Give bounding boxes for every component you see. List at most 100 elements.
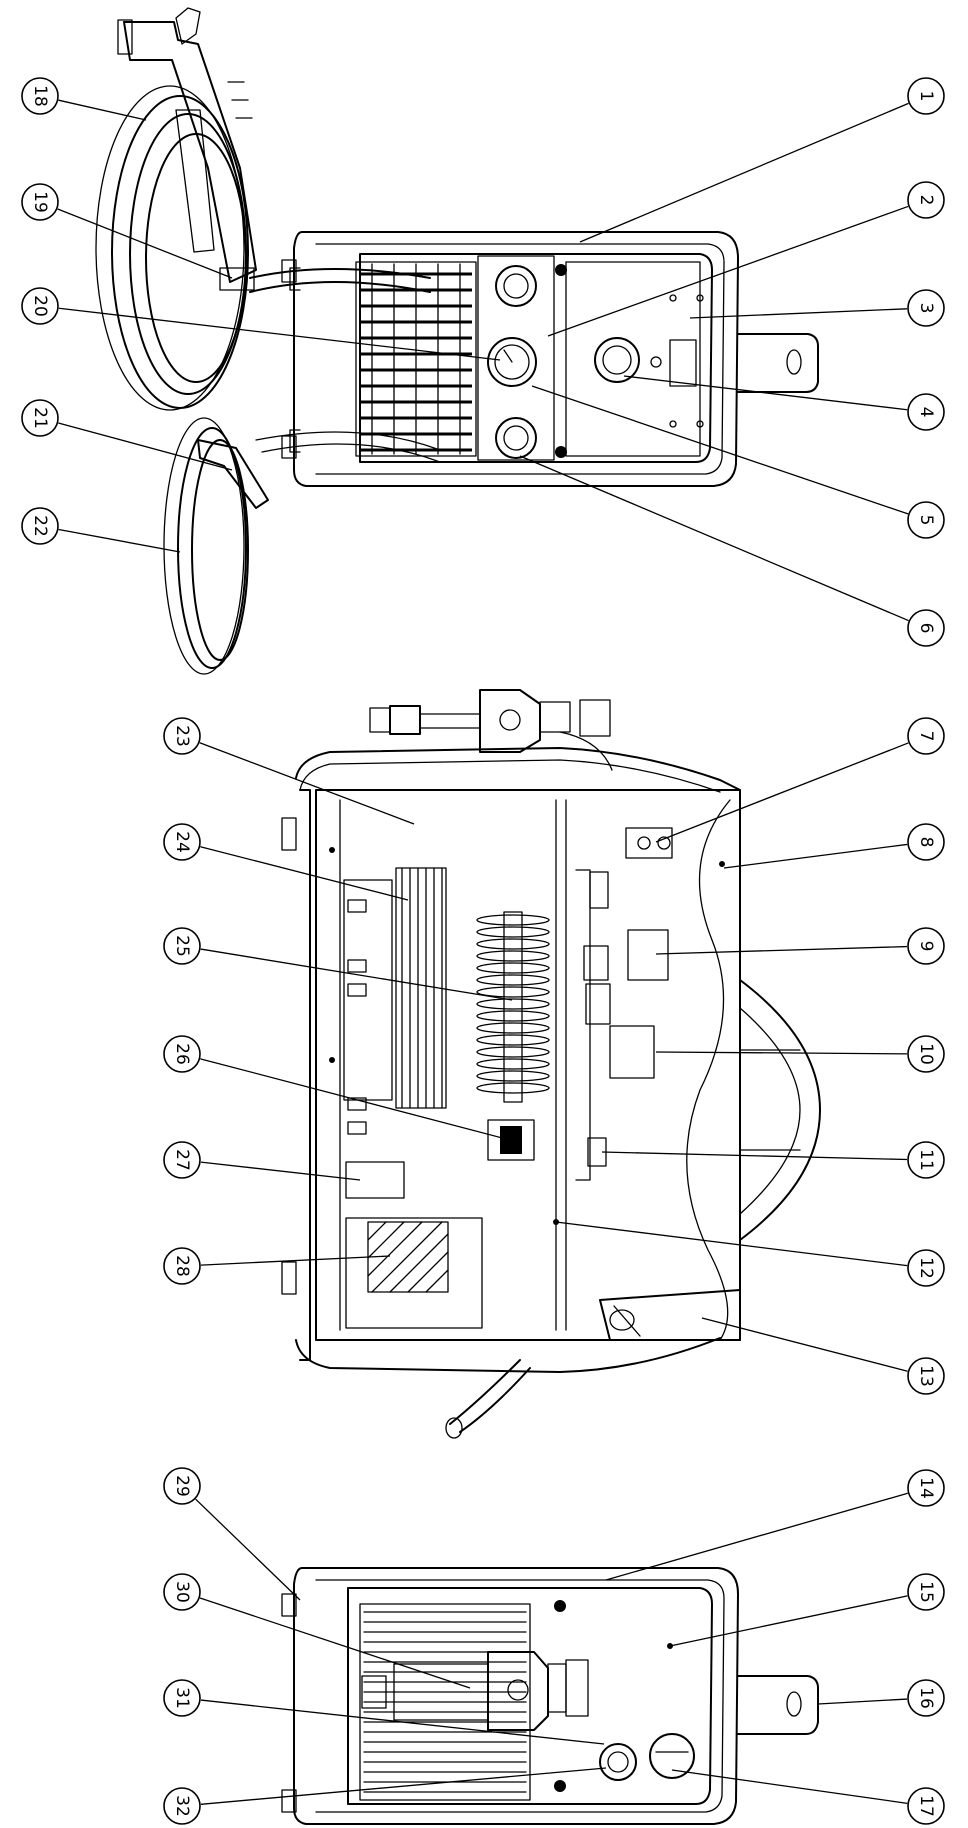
callout-27: 27 (163, 1141, 361, 1181)
leader-line-3 (689, 308, 908, 319)
callout-circle-2 (907, 181, 945, 219)
front-grille (360, 263, 472, 455)
callout-26: 26 (163, 1035, 511, 1141)
callout-number-23: 23 (172, 725, 192, 747)
callout-32: 32 (163, 1767, 607, 1825)
leader-line-4 (623, 375, 908, 411)
leader-line-24 (200, 846, 409, 901)
leader-line-10 (655, 1051, 908, 1055)
callout-circle-8 (907, 823, 945, 861)
callout-layer: 1234567891011121314151617181920212223242… (21, 77, 945, 1825)
leader-line-27 (200, 1161, 361, 1181)
callout-10: 10 (655, 1035, 945, 1073)
leader-line-32 (200, 1767, 607, 1805)
callout-circle-18 (21, 77, 59, 115)
leader-line-12 (555, 1221, 908, 1267)
callout-circle-20 (21, 287, 59, 325)
torch (117, 7, 431, 293)
rear-grille (363, 1611, 527, 1793)
callout-circle-15 (907, 1573, 945, 1611)
callout-number-25: 25 (172, 935, 192, 957)
callout-30: 30 (163, 1573, 471, 1689)
callout-4: 4 (623, 375, 945, 431)
callout-number-19: 19 (30, 191, 50, 213)
callout-circle-30 (163, 1573, 201, 1611)
leader-line-13 (701, 1317, 908, 1372)
inductor-coils (476, 914, 550, 1094)
callout-24: 24 (163, 823, 409, 901)
callout-number-2: 2 (916, 195, 936, 206)
leader-line-14 (605, 1492, 908, 1581)
callout-7: 7 (655, 717, 945, 843)
callout-2: 2 (547, 181, 945, 337)
callout-31: 31 (163, 1679, 605, 1745)
leader-line-18 (58, 99, 147, 121)
callout-number-5: 5 (916, 515, 936, 526)
callout-circle-16 (907, 1679, 945, 1717)
leader-line-31 (200, 1699, 605, 1745)
leader-line-22 (58, 528, 181, 553)
callout-number-15: 15 (916, 1581, 936, 1603)
rear-view (281, 1567, 819, 1825)
leader-line-28 (200, 1255, 391, 1266)
callout-number-30: 30 (172, 1581, 192, 1603)
leader-line-16 (817, 1698, 908, 1705)
leader-line-7 (655, 742, 909, 843)
callout-number-18: 18 (30, 85, 50, 107)
leader-line-5 (531, 385, 909, 515)
callout-number-13: 13 (916, 1365, 936, 1387)
leader-line-11 (601, 1151, 908, 1161)
callout-number-29: 29 (172, 1475, 192, 1497)
callout-circle-4 (907, 393, 945, 431)
leader-line-25 (200, 948, 513, 1001)
callout-20: 20 (21, 287, 501, 361)
callout-number-3: 3 (916, 303, 936, 314)
callout-number-6: 6 (916, 623, 936, 634)
callout-circle-27 (163, 1141, 201, 1179)
callout-circle-23 (163, 717, 201, 755)
transformer-hatch (367, 1221, 449, 1293)
callout-number-10: 10 (916, 1043, 936, 1065)
callout-circle-24 (163, 823, 201, 861)
callout-circle-11 (907, 1141, 945, 1179)
leader-line-15 (669, 1595, 908, 1647)
callout-number-4: 4 (916, 407, 936, 418)
callout-11: 11 (601, 1141, 945, 1179)
callout-14: 14 (605, 1469, 945, 1581)
callout-circle-26 (163, 1035, 201, 1073)
callout-circle-6 (907, 609, 945, 647)
leader-line-26 (200, 1058, 511, 1141)
callout-6: 6 (519, 455, 945, 647)
callout-number-22: 22 (30, 515, 50, 537)
callout-circle-22 (21, 507, 59, 545)
callout-circle-13 (907, 1357, 945, 1395)
callout-18: 18 (21, 77, 147, 121)
callout-circle-21 (21, 399, 59, 437)
callout-number-20: 20 (30, 295, 50, 317)
leader-line-23 (199, 742, 415, 825)
callout-circle-5 (907, 501, 945, 539)
callout-number-27: 27 (172, 1149, 192, 1171)
callout-8: 8 (723, 823, 945, 869)
callout-circle-14 (907, 1469, 945, 1507)
callout-29: 29 (163, 1467, 301, 1601)
callout-circle-12 (907, 1249, 945, 1287)
leader-line-19 (57, 208, 233, 279)
leader-line-30 (199, 1597, 471, 1689)
callout-9: 9 (655, 927, 945, 965)
callout-circle-3 (907, 289, 945, 327)
callout-3: 3 (689, 289, 945, 327)
callout-number-11: 11 (916, 1149, 936, 1171)
callout-22: 22 (21, 507, 181, 553)
callout-number-28: 28 (172, 1255, 192, 1277)
callout-15: 15 (669, 1573, 945, 1647)
ground-cable-coil (163, 417, 441, 675)
callout-number-16: 16 (916, 1687, 936, 1709)
callout-circle-19 (21, 183, 59, 221)
leader-line-8 (723, 843, 908, 869)
callout-number-31: 31 (172, 1687, 192, 1709)
callout-number-7: 7 (916, 731, 936, 742)
callout-circle-9 (907, 927, 945, 965)
callout-number-14: 14 (916, 1477, 936, 1499)
